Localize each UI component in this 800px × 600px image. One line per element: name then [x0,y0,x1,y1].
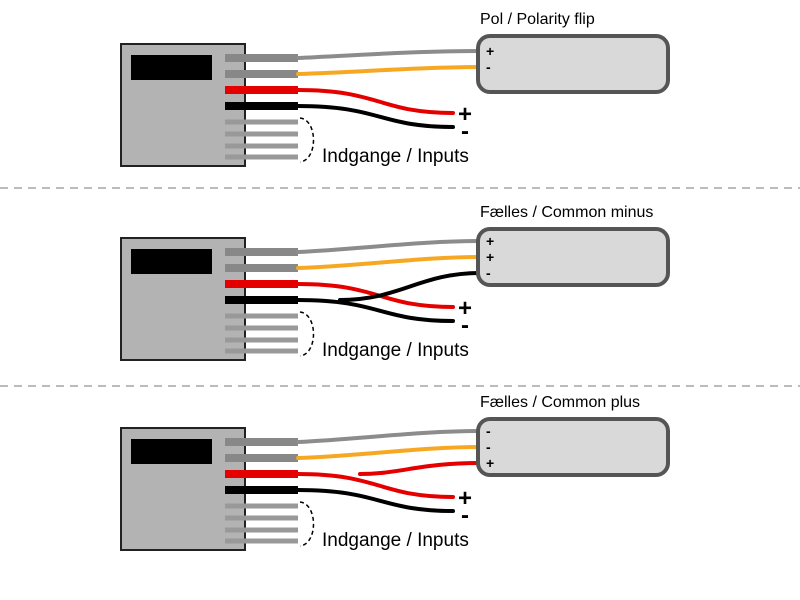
wire-black [296,488,455,513]
device-terminal-sign: + [486,43,494,59]
wire-black [296,298,455,323]
pin-red [225,280,298,288]
wire-orange [296,65,482,76]
device-terminal-sign: - [486,439,491,455]
device-terminal-sign: + [486,249,494,265]
wire-orange [296,255,482,270]
module-display [131,249,212,274]
device-terminal-sign: - [486,59,491,75]
pin-gray-2 [225,454,298,462]
pin-gray-1 [225,438,298,446]
panel-title: Fælles / Common minus [480,204,653,221]
wire-gray [296,239,482,254]
panel-polarity-flip: +-Pol / Polarity flip+-Indgange / Inputs [120,11,670,167]
input-pin-3 [225,143,298,149]
wire-black-branch [338,271,482,302]
output-plus-sign: + [458,485,472,512]
input-pin-4 [225,154,298,160]
device-terminal-sign: + [486,233,494,249]
module-display [131,439,212,464]
pin-black [225,102,298,110]
inputs-label: Indgange / Inputs [322,146,469,167]
inputs-bracket [299,311,315,357]
output-minus-sign: - [461,502,469,529]
device-box [476,34,670,94]
output-plus-sign: + [458,101,472,128]
input-pin-2 [225,131,298,137]
wire-gray [296,49,482,60]
wire-red [296,88,455,115]
device-box [476,417,670,477]
input-pin-1 [225,119,298,125]
wire-red-branch [358,461,482,476]
input-pin-1 [225,503,298,509]
device-terminal-sign: - [486,265,491,281]
output-minus-sign: - [461,118,469,145]
module-display [131,55,212,80]
wire-orange [296,445,482,460]
input-pin-3 [225,527,298,533]
device-box [476,227,670,287]
input-pin-4 [225,538,298,544]
pin-gray-2 [225,264,298,272]
pin-gray-2 [225,70,298,78]
wire-gray [296,429,482,444]
output-plus-sign: + [458,295,472,322]
device-terminal-sign: - [486,423,491,439]
pin-gray-1 [225,248,298,256]
device-terminal-sign: + [486,455,494,471]
inputs-label: Indgange / Inputs [322,340,469,361]
wire-black [296,104,455,129]
input-pin-1 [225,313,298,319]
inputs-bracket [299,117,315,163]
inputs-bracket [299,501,315,547]
panel-common-minus: ++-Fælles / Common minus+-Indgange / Inp… [120,204,670,361]
panel-title: Fælles / Common plus [480,394,640,411]
pin-red [225,470,298,478]
input-pin-4 [225,348,298,354]
wire-red [296,472,455,499]
pin-black [225,486,298,494]
output-minus-sign: - [461,312,469,339]
input-pin-2 [225,515,298,521]
pin-red [225,86,298,94]
input-pin-2 [225,325,298,331]
panel-common-plus: --+Fælles / Common plus+-Indgange / Inpu… [120,394,670,551]
pin-gray-1 [225,54,298,62]
input-pin-3 [225,337,298,343]
panel-title: Pol / Polarity flip [480,11,595,28]
inputs-label: Indgange / Inputs [322,530,469,551]
pin-black [225,296,298,304]
